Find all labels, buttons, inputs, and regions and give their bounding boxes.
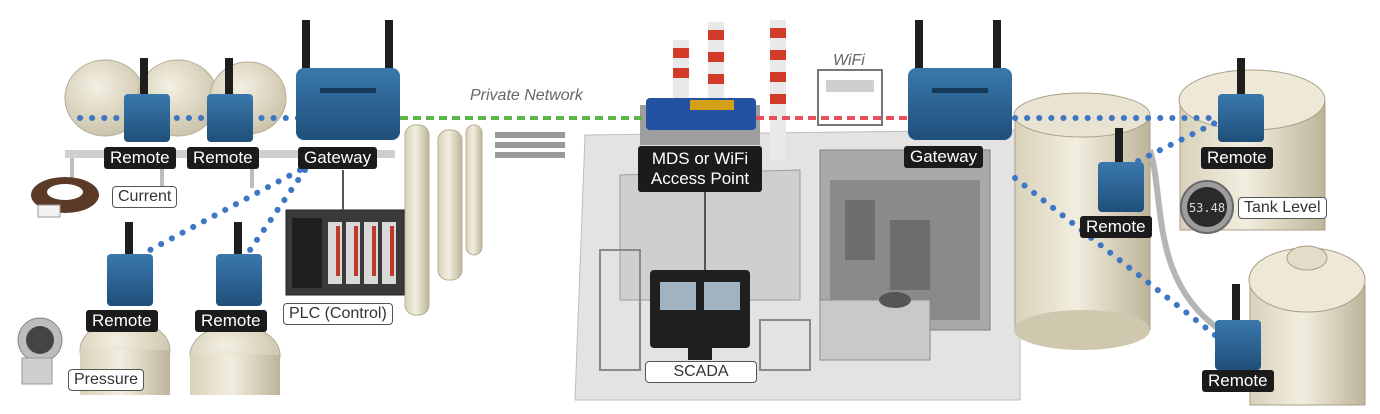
gateway-label: Gateway (904, 146, 984, 168)
access-point-label-line2: Access Point (650, 169, 750, 188)
remote-label: Remote (195, 310, 267, 332)
tank-level-readout: 53.48 (1189, 201, 1225, 215)
tank-level-label: Tank Level (1238, 197, 1327, 219)
pressure-label: Pressure (68, 369, 145, 391)
gateway-label: Gateway (298, 147, 378, 169)
access-point-label: MDS or WiFi Access Point (638, 146, 762, 192)
tank-level-meter: 53.48 (1180, 180, 1234, 234)
scada-monitor (650, 270, 750, 360)
radio-devices (107, 20, 1264, 370)
current-label: Current (112, 186, 178, 208)
smoke-stacks (673, 20, 786, 160)
private-network-label: Private Network (470, 87, 583, 104)
mesh-links (77, 115, 1228, 338)
remote-label: Remote (1202, 370, 1274, 392)
remote-label: Remote (1080, 216, 1152, 238)
wifi-label: WiFi (833, 52, 865, 69)
remote-label: Remote (104, 147, 176, 169)
remote-label: Remote (86, 310, 158, 332)
remote-label: Remote (1201, 147, 1273, 169)
current-sensor (31, 177, 99, 218)
storage-tanks (1013, 69, 1366, 406)
plc-unit (285, 209, 405, 296)
scada-label: SCADA (645, 361, 757, 383)
plc-label: PLC (Control) (283, 303, 393, 325)
access-point-label-line1: MDS or WiFi (651, 149, 749, 168)
remote-label: Remote (187, 147, 259, 169)
refinery-vessels (404, 124, 565, 316)
pressure-sensor (17, 317, 63, 385)
